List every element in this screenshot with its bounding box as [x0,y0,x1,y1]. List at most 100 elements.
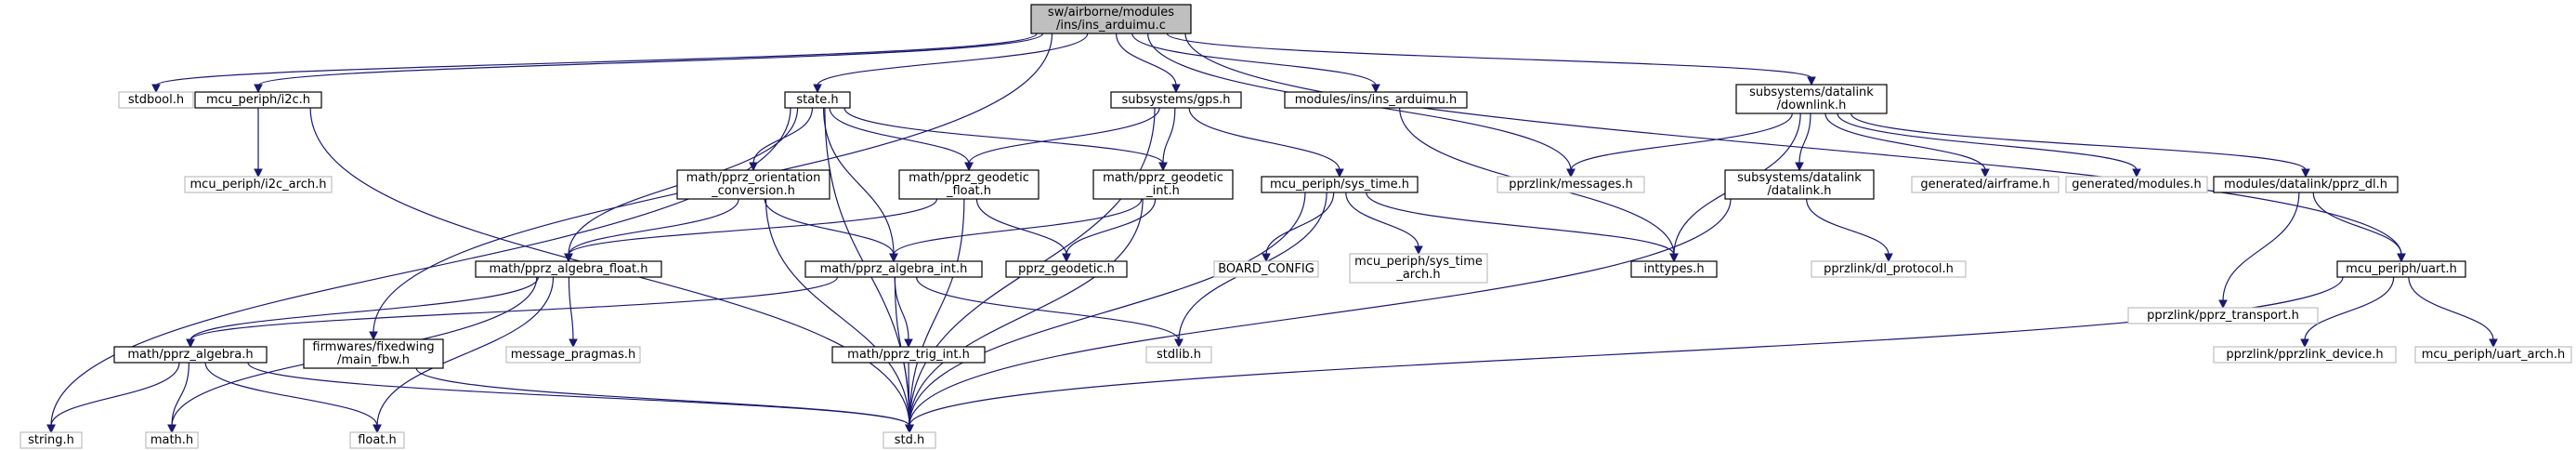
node-label-trigint-line-1: math/pprz_trig_int.h [847,348,970,362]
edge-geoint-to-geodetic [1066,198,1157,256]
node-gps[interactable]: subsystems/gps.h [1110,91,1242,109]
edge-alg-to-float [204,362,378,427]
node-inttypes[interactable]: inttypes.h [1630,260,1718,278]
node-box-uartarch [2414,346,2572,364]
node-label-algfloat-line-1: math/pprz_algebra_float.h [490,262,648,276]
arrowhead-uart-to-uartarch [2489,338,2498,349]
arrowhead-geofloat-to-algfloat [564,253,573,263]
edge-orient-to-algint [764,198,895,256]
node-transport: pprzlink/pprz_transport.h [2127,307,2319,324]
edge-pprzdl-to-uart [2312,192,2402,256]
node-label-transport-line-1: pprzlink/pprz_transport.h [2147,309,2299,323]
node-airframe: generated/airframe.h [1911,176,2059,193]
node-label-algint-line-1: math/pprz_algebra_int.h [820,262,968,276]
edge-geofloat-to-geodetic [975,198,1067,256]
node-box-insh [1284,91,1468,109]
node-box-device [2213,346,2397,364]
node-alg[interactable]: math/pprz_algebra.h [113,346,268,364]
node-label-device-line-1: pprzlink/pprzlink_device.h [2226,348,2383,362]
node-boardcfg: BOARD_CONFIG [1213,260,1319,278]
node-mainfbw[interactable]: firmwares/fixedwing/main_fbw.h [303,338,444,369]
edge-root-to-stdbool [155,33,1038,86]
edge-downlink-to-messages [1570,112,1793,171]
arrowhead-algint-to-stdlib [1174,338,1183,349]
node-box-orient [676,169,830,200]
arrowhead-gps-to-geoint [1158,162,1168,172]
arrowhead-downlink-to-datalink [1795,162,1804,172]
node-label-datalink-line-1: subsystems/datalink [1737,171,1862,185]
node-label-math-line-1: math.h [150,433,193,447]
edge-mainfbw-to-std [415,367,910,427]
node-box-string [20,431,83,449]
edge-state-to-string [50,107,791,427]
edge-alg-to-math [171,362,190,427]
node-box-geofloat [898,169,1040,200]
node-math: math.h [145,431,199,449]
node-pprzdl[interactable]: modules/datalink/pprz_dl.h [2213,176,2399,193]
node-geofloat[interactable]: math/pprz_geodetic_float.h [898,169,1040,200]
node-modules: generated/modules.h [2065,176,2208,193]
node-label-state-line-1: state.h [796,93,838,107]
node-uart[interactable]: mcu_periph/uart.h [2336,260,2466,278]
arrowhead-alg-to-math [167,424,177,434]
node-state[interactable]: state.h [784,91,851,109]
arrowhead-algfloat-to-msgpragmas [569,338,578,349]
node-messages: pprzlink/messages.h [1497,176,1645,193]
edge-downlink-to-airframe [1824,112,1986,171]
node-label-messages-line-1: pprzlink/messages.h [1509,178,1633,192]
nodes-layer: sw/airborne/modules/ins/ins_arduimu.cstd… [20,4,2572,449]
node-box-transport [2127,307,2319,324]
node-dlproto: pprzlink/dl_protocol.h [1811,260,1967,278]
arrowhead-geoint-to-geodetic [1062,253,1071,263]
arrowhead-root-to-gps [1171,84,1181,94]
node-label-mainfbw-line-1: firmwares/fixedwing [312,340,434,354]
node-box-geodetic [1005,260,1128,278]
node-box-root [1030,4,1192,34]
arrowhead-pprzdl-to-uart [2397,253,2406,263]
node-i2c[interactable]: mcu_periph/i2c.h [194,91,322,109]
node-systime[interactable]: mcu_periph/sys_time.h [1261,176,1419,193]
node-algfloat[interactable]: math/pprz_algebra_float.h [475,260,662,278]
node-geoint[interactable]: math/pprz_geodetic_int.h [1092,169,1234,200]
node-orient[interactable]: math/pprz_orientation_conversion.h [676,169,830,200]
node-string: string.h [20,431,83,449]
node-label-stdbool-line-1: stdbool.h [128,93,184,107]
node-geodetic[interactable]: pprz_geodetic.h [1005,260,1128,278]
node-systimearch: mcu_periph/sys_time_arch.h [1349,253,1488,284]
edge-algfloat-to-float [376,276,555,427]
edge-datalink-to-std [909,198,1732,427]
node-insh[interactable]: modules/ins/ins_arduimu.h [1284,91,1468,109]
node-box-i2carch [184,176,333,193]
node-root[interactable]: sw/airborne/modules/ins/ins_arduimu.c [1030,4,1192,34]
edge-uart-to-std [909,276,2344,427]
edge-gps-to-systime [1188,107,1340,171]
node-label-mainfbw-line-2: /main_fbw.h [337,353,410,367]
node-trigint[interactable]: math/pprz_trig_int.h [831,346,986,364]
arrowhead-root-to-downlink [1807,76,1816,86]
edge-root-to-uart [1184,33,2402,256]
node-label-i2c-line-1: mcu_periph/i2c.h [206,93,310,107]
node-box-downlink [1735,84,1888,114]
node-box-algint [804,260,983,278]
edge-orient-to-std [765,198,910,427]
arrowhead-root-to-stdbool [151,84,161,94]
arrowhead-pprzdl-to-transport [2218,299,2228,310]
node-downlink[interactable]: subsystems/datalink/downlink.h [1735,84,1888,114]
node-box-inttypes [1630,260,1718,278]
arrowhead-root-to-insh [1371,84,1380,94]
edge-root-to-i2c [257,33,1044,86]
node-box-geoint [1092,169,1234,200]
node-label-systimearch-line-1: mcu_periph/sys_time [1354,255,1483,269]
node-datalink[interactable]: subsystems/datalink/datalink.h [1724,169,1875,200]
arrowhead-algint-to-trigint [904,338,913,349]
node-box-systime [1261,176,1419,193]
node-box-datalink [1724,169,1875,200]
node-label-stdlib-line-1: stdlib.h [1157,348,1201,362]
node-box-mainfbw [303,338,444,369]
node-label-modules-line-1: generated/modules.h [2072,178,2201,192]
node-msgpragmas: message_pragmas.h [505,346,641,364]
edge-systime-to-boardcfg [1265,192,1335,256]
node-algint[interactable]: math/pprz_algebra_int.h [804,260,983,278]
edge-algint-to-alg [190,276,839,341]
